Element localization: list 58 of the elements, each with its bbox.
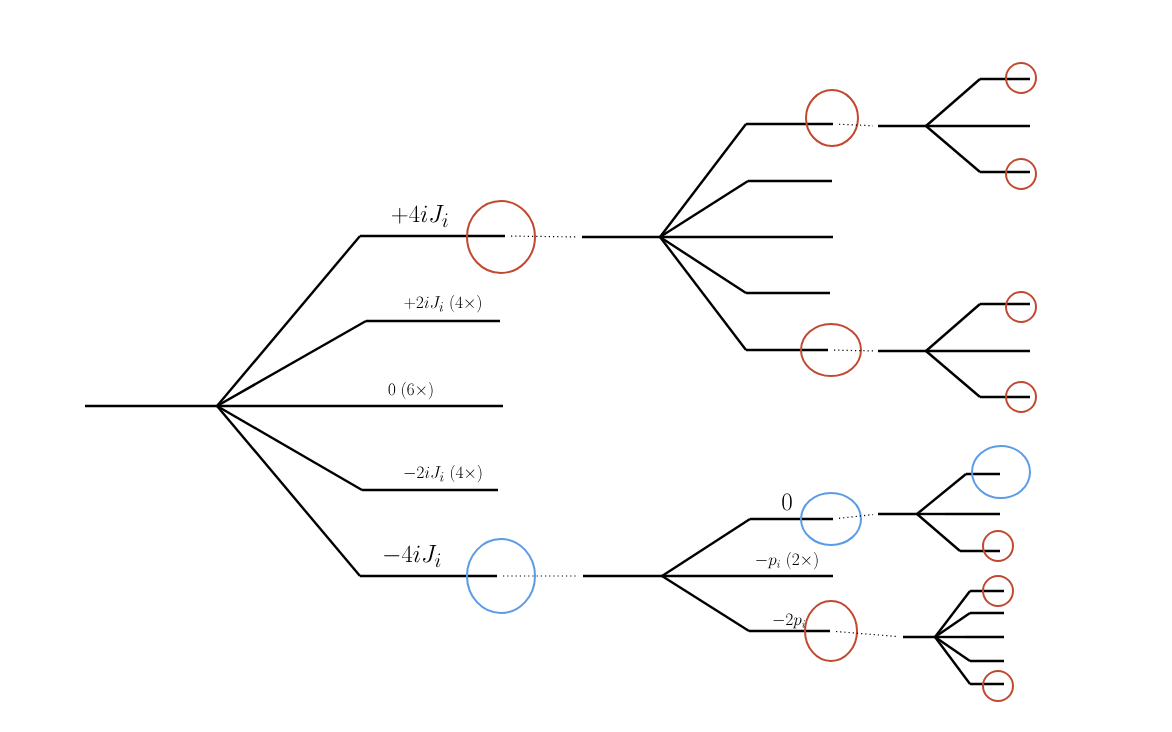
level-label: $0$ (782, 493, 792, 511)
level-label: $-4iJ_i$ (384, 545, 441, 568)
branch-line (935, 635, 965, 639)
branch-line (934, 636, 971, 662)
branch-line (659, 236, 747, 294)
branch-line (661, 518, 751, 577)
branch-line (659, 236, 747, 351)
branch-line (216, 319, 367, 408)
energy-level (876, 124, 928, 128)
energy-level (698, 235, 835, 239)
branch-line (217, 404, 300, 408)
branch-line (934, 636, 971, 685)
branch-line (926, 349, 960, 353)
branch-line (925, 350, 981, 398)
energy-level (580, 235, 662, 239)
branch-line (934, 612, 971, 638)
level-label: $0\;(6\times)$ (388, 382, 433, 400)
energy-level (360, 488, 500, 492)
energy-level (901, 635, 937, 639)
branch-line (916, 473, 967, 515)
branch-line (660, 235, 700, 239)
dotted-connector (835, 630, 899, 638)
branch-line (216, 405, 361, 577)
energy-level (968, 611, 1006, 615)
branch-line (662, 574, 700, 578)
branch-line (917, 512, 945, 516)
energy-level (298, 404, 505, 408)
energy-level (364, 319, 502, 323)
energy-level (746, 179, 834, 183)
energy-level (876, 349, 928, 353)
branch-line (925, 125, 981, 173)
energy-level (958, 349, 1032, 353)
energy-level (83, 404, 219, 408)
level-label: $+2iJ_i\;(4\times)$ (404, 295, 481, 313)
branch-line (925, 303, 981, 352)
branch-line (216, 235, 361, 407)
level-label: $+4iJ_i$ (392, 205, 448, 228)
energy-level (958, 124, 1032, 128)
energy-level (968, 659, 1006, 663)
energy-level (581, 574, 664, 578)
branch-line (925, 78, 981, 127)
energy-level (876, 512, 919, 516)
level-label: $-2iJ_i\;(4\times)$ (404, 465, 482, 483)
energy-level (963, 635, 1006, 639)
branch-line (661, 575, 750, 632)
level-label: $-2p_i$ (773, 613, 805, 629)
dotted-connector (502, 575, 579, 577)
level-label: $-p_i\;(2\times)$ (756, 552, 818, 570)
branch-line (926, 124, 960, 128)
energy-level (943, 512, 1002, 516)
energy-level (698, 574, 835, 578)
branch-line (916, 513, 961, 552)
branch-line (659, 180, 749, 238)
branch-line (216, 404, 363, 492)
energy-level (744, 291, 832, 295)
branch-line (659, 123, 747, 238)
dotted-connector (510, 235, 578, 238)
branch-line (934, 590, 971, 638)
